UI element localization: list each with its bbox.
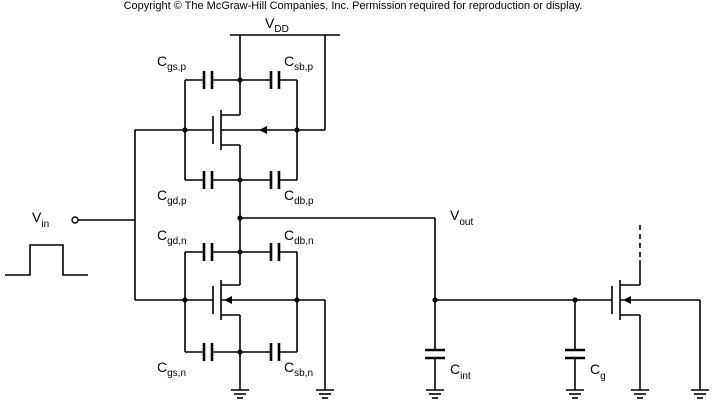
cg-capacitor <box>565 300 585 390</box>
cgd-n-capacitor <box>184 243 240 300</box>
vin-label: Vin <box>32 209 49 230</box>
gate-input-bus <box>78 129 213 301</box>
cint-capacitor <box>425 348 445 390</box>
cgs-n-capacitor <box>184 300 240 361</box>
cgs-p-label: Cgs,p <box>157 53 186 73</box>
cdb-p-label: Cdb,p <box>284 187 314 207</box>
copyright-notice: Copyright © The McGraw-Hill Companies, I… <box>124 0 583 12</box>
ground-symbol-nmos-body <box>316 389 334 399</box>
input-pulse-waveform <box>5 244 88 276</box>
cg-label: Cg <box>590 361 606 382</box>
vout-label: Vout <box>450 207 473 228</box>
junction-dots <box>182 77 578 355</box>
cdb-n-capacitor <box>240 243 298 300</box>
ground-symbol-load-source <box>631 389 649 399</box>
load-nmos-transistor <box>611 225 701 390</box>
cgs-n-label: Cgs,n <box>157 359 186 379</box>
cgd-p-capacitor <box>184 130 240 189</box>
cint-label: Cint <box>450 361 471 382</box>
csb-p-label: Csb,p <box>284 53 313 73</box>
csb-n-label: Csb,n <box>284 359 313 379</box>
cgd-p-label: Cgd,p <box>157 187 187 207</box>
vdd-label: VDD <box>265 15 289 35</box>
vdd-rail <box>230 34 340 130</box>
vin-terminal <box>71 216 79 224</box>
pmos-transistor <box>212 80 325 180</box>
cdb-n-label: Cdb,n <box>284 227 314 247</box>
output-node-wire <box>239 180 612 350</box>
cgs-p-capacitor <box>184 71 240 130</box>
csb-p-capacitor <box>240 71 298 130</box>
cgd-n-label: Cgd,n <box>157 227 187 247</box>
ground-symbol-load-body <box>691 389 709 399</box>
ground-symbol-nmos-source <box>231 389 249 399</box>
cdb-p-capacitor <box>240 130 298 189</box>
nmos-transistor <box>212 252 326 390</box>
ground-symbol-cint <box>426 389 444 399</box>
csb-n-capacitor <box>240 300 298 361</box>
ground-symbol-cg <box>566 389 584 399</box>
